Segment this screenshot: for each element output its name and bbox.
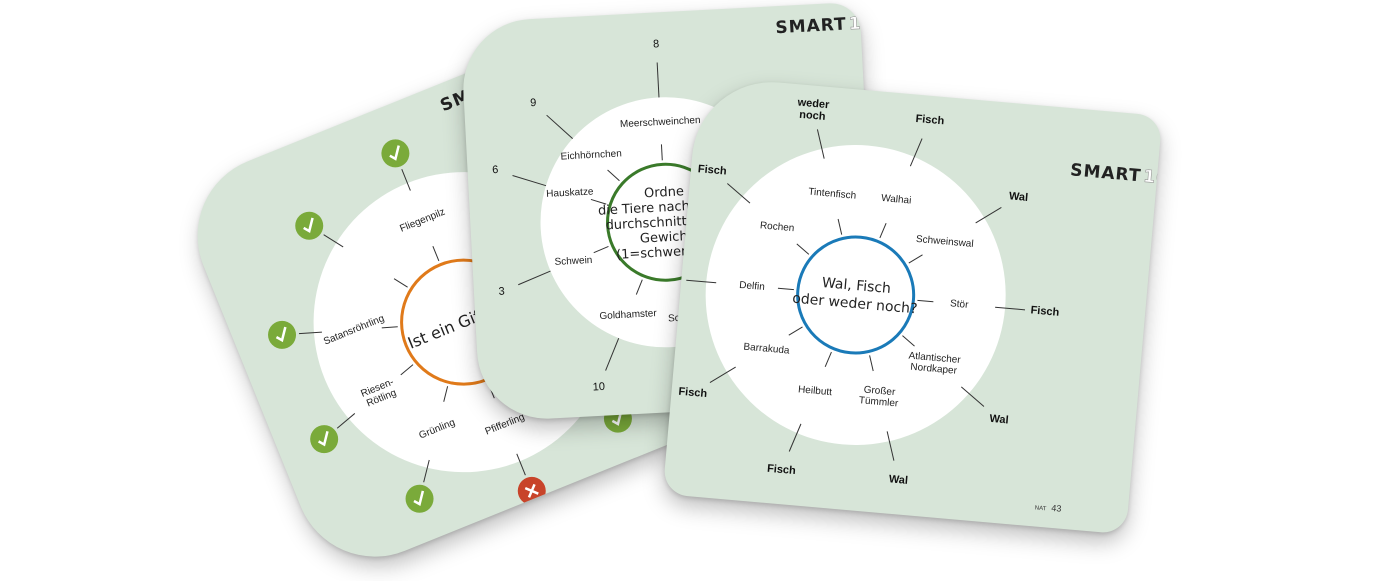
inner-tick: [824, 351, 832, 368]
check-mark: [611, 410, 623, 426]
inner-tick: [635, 279, 643, 295]
item-label: AtlantischerNordkaper: [907, 350, 962, 377]
item-label: Schweinswal: [916, 234, 975, 250]
outer-tick: [975, 207, 1002, 224]
answer-label: Fisch: [697, 163, 727, 177]
answer-number: 10: [592, 381, 605, 394]
outer-tick: [546, 114, 573, 139]
inner-tick: [902, 335, 915, 347]
question-ring: [796, 235, 916, 355]
item-label: Walhai: [881, 193, 912, 207]
item-label: Heilbutt: [798, 384, 833, 398]
outer-tick: [298, 331, 322, 335]
item-label: Schwein: [554, 255, 592, 268]
item-label: Meerschweinchen: [620, 115, 701, 130]
answer-label: Fisch: [767, 463, 797, 477]
outer-tick: [512, 174, 547, 187]
cross-mark: [524, 483, 539, 498]
answer-label: Wal: [888, 473, 908, 487]
card-wal-fisch: SMART10 NAT 43 Wal, Fischoder weder noch…: [662, 75, 1163, 535]
answer-number: 8: [653, 38, 660, 50]
check-mark: [413, 490, 425, 507]
outer-tick: [709, 366, 736, 383]
outer-tick: [909, 138, 923, 167]
outer-tick: [605, 337, 620, 371]
inner-tick: [593, 246, 609, 254]
answer-label: Fisch: [678, 386, 708, 400]
check-mark: [275, 326, 287, 343]
item-label: Goldhamster: [599, 308, 657, 322]
outer-tick: [960, 386, 985, 407]
outer-tick: [886, 431, 895, 461]
outer-tick: [995, 306, 1026, 311]
inner-tick: [917, 299, 934, 303]
outer-tick: [816, 129, 825, 159]
item-label: Rochen: [760, 220, 795, 234]
answer-label: Fisch: [915, 113, 945, 127]
check-icon: [405, 484, 434, 513]
inner-tick: [788, 326, 803, 336]
item-label: Barrakuda: [743, 341, 790, 356]
inner-tick: [796, 243, 810, 255]
item-label: Stör: [950, 298, 970, 311]
check-icon: [268, 320, 297, 349]
outer-tick: [686, 279, 717, 284]
answer-number: 9: [530, 97, 537, 109]
inner-tick: [607, 169, 620, 182]
item-label: Delfin: [739, 279, 765, 292]
item-label: Eichhörnchen: [560, 148, 622, 162]
check-icon: [310, 425, 339, 454]
inner-tick: [432, 245, 440, 262]
outer-tick: [656, 62, 660, 98]
check-mark: [389, 145, 400, 161]
answer-label: Wal: [1008, 190, 1028, 204]
outer-tick: [336, 413, 356, 429]
inner-tick: [908, 254, 923, 264]
outer-tick: [401, 168, 411, 191]
inner-tick: [837, 218, 843, 235]
inner-tick: [869, 355, 874, 372]
check-mark: [303, 217, 314, 233]
outer-tick: [423, 459, 430, 483]
answer-label: wedernoch: [795, 96, 830, 123]
check-icon: [381, 139, 410, 168]
outer-tick: [323, 234, 344, 248]
outer-tick: [518, 270, 551, 286]
check-mark: [317, 431, 329, 447]
item-label: Hauskatze: [546, 186, 594, 199]
outer-tick: [516, 453, 526, 476]
inner-tick: [400, 364, 414, 376]
outer-tick: [788, 423, 802, 452]
answer-label: Fisch: [1030, 304, 1060, 318]
check-icon: [295, 211, 324, 240]
outer-tick: [727, 183, 751, 204]
item-label: Tintenfisch: [808, 186, 857, 201]
inner-tick: [381, 326, 398, 329]
inner-tick: [393, 278, 408, 288]
answer-number: 3: [498, 286, 505, 298]
answer-number: 6: [492, 164, 499, 176]
answer-label: Wal: [989, 413, 1009, 427]
inner-tick: [590, 198, 607, 205]
inner-tick: [777, 287, 794, 291]
inner-tick: [660, 144, 663, 161]
inner-tick: [879, 223, 887, 239]
card-wheel: Wal, Fischoder weder noch?Tintenfischwed…: [663, 96, 1060, 487]
inner-tick: [443, 386, 449, 402]
item-label: GroßerTümmler: [858, 384, 900, 409]
